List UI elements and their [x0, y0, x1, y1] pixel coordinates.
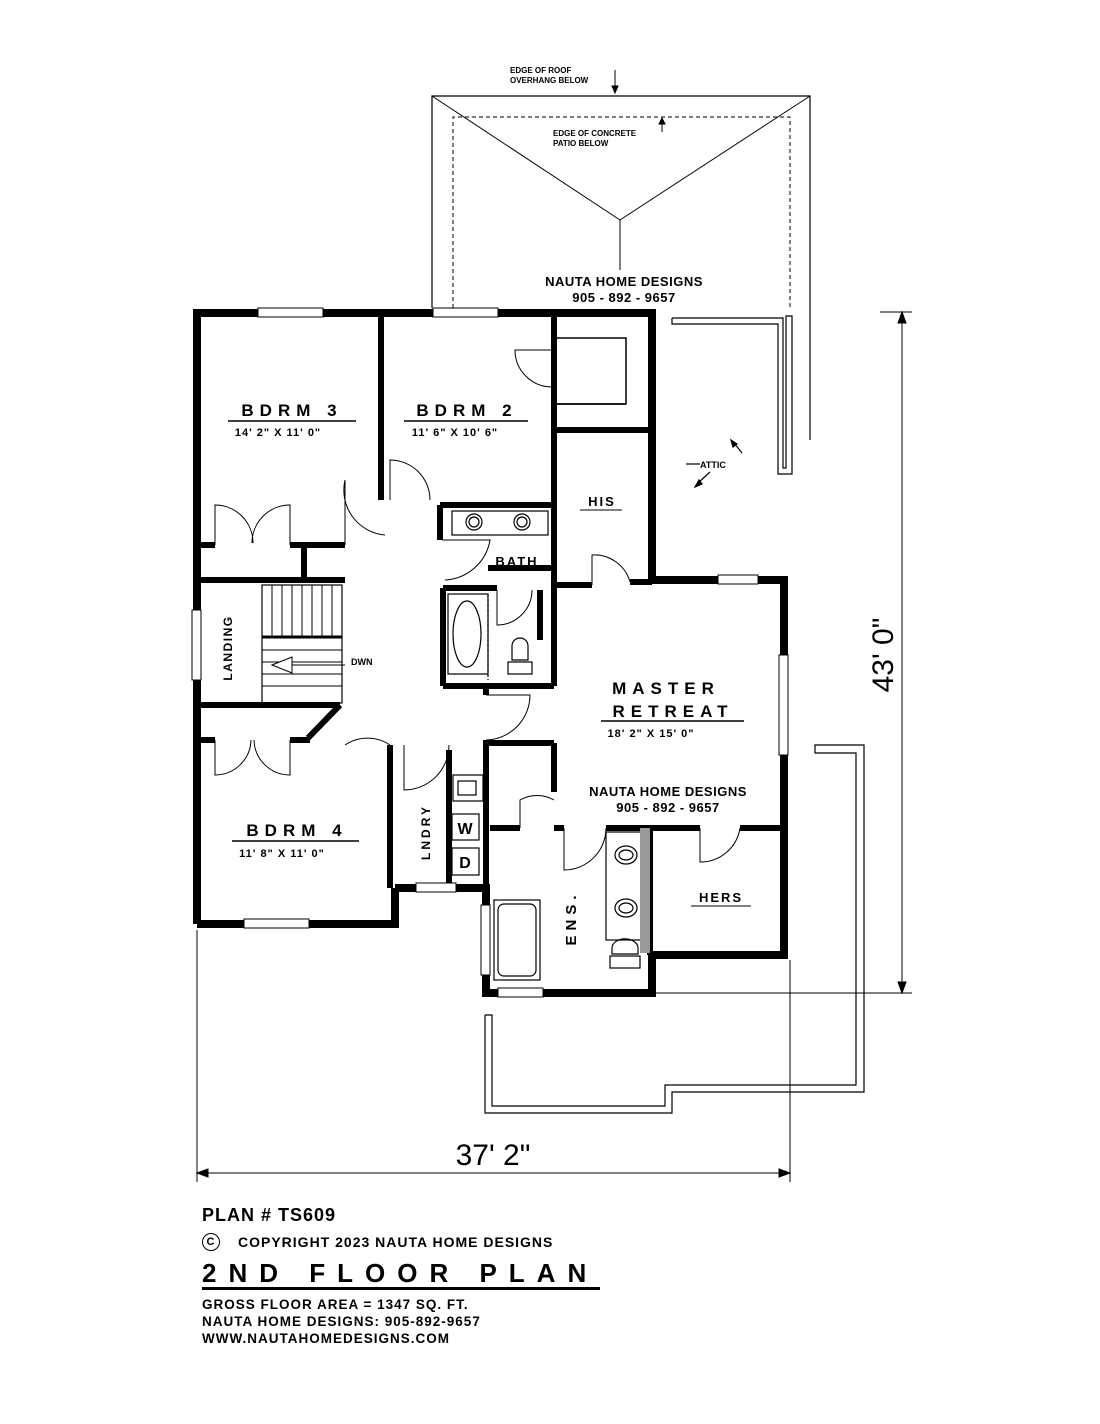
- bath-fixtures: [447, 510, 549, 680]
- bdrm2-name: BDRM 2: [416, 401, 517, 420]
- bdrm3-name: BDRM 3: [241, 401, 342, 420]
- lower-roof: [484, 744, 865, 1114]
- roof-edge-note-line1: EDGE OF ROOF: [510, 66, 571, 75]
- laundry-label: LNDRY: [419, 804, 433, 860]
- watermark-middle-phone: 905 - 892 - 9657: [616, 800, 719, 815]
- copyright-icon: C: [202, 1233, 220, 1251]
- master-name-line2: RETREAT: [612, 702, 733, 721]
- stair-down-label: DWN: [351, 657, 373, 667]
- watermark-top-phone: 905 - 892 - 9657: [572, 290, 675, 305]
- width-dimension: 37' 2": [456, 1139, 531, 1172]
- plan-number: PLAN # TS609: [202, 1205, 337, 1225]
- gross-floor-area: GROSS FLOOR AREA = 1347 SQ. FT.: [202, 1297, 469, 1312]
- roof-edge-note-line2: OVERHANG BELOW: [510, 76, 589, 85]
- bdrm3-size: 14' 2" X 11' 0": [235, 427, 321, 439]
- website-url: WWW.NAUTAHOMEDESIGNS.COM: [202, 1331, 450, 1346]
- attic-label: ATTIC: [700, 460, 726, 470]
- patio-edge-note-line1: EDGE OF CONCRETE: [553, 129, 637, 138]
- roof-overhang: [431, 70, 811, 440]
- bdrm2-closet: [514, 337, 627, 405]
- attic-wall: [671, 315, 793, 489]
- master-name-line1: MASTER: [612, 679, 720, 698]
- bdrm4-name: BDRM 4: [246, 821, 347, 840]
- contact-info: NAUTA HOME DESIGNS: 905-892-9657: [202, 1314, 481, 1329]
- copyright-text: COPYRIGHT 2023 NAUTA HOME DESIGNS: [238, 1234, 554, 1250]
- plan-title: 2ND FLOOR PLAN: [202, 1258, 601, 1290]
- dimension-lines: [195, 310, 912, 1182]
- watermark-middle-name: NAUTA HOME DESIGNS: [589, 784, 747, 799]
- title-block: PLAN # TS609 C COPYRIGHT 2023 NAUTA HOME…: [202, 1205, 722, 1347]
- floor-plan-drawing: EDGE OF ROOF OVERHANG BELOW EDGE OF CONC…: [191, 66, 912, 1182]
- copyright-line: C COPYRIGHT 2023 NAUTA HOME DESIGNS: [202, 1233, 722, 1251]
- ensuite-label: ENS.: [563, 890, 580, 945]
- bath-label: BATH: [495, 554, 538, 569]
- bdrm4-size: 11' 8" X 11' 0": [239, 848, 325, 860]
- patio-edge-note-line2: PATIO BELOW: [553, 139, 609, 148]
- watermark-top-name: NAUTA HOME DESIGNS: [545, 274, 703, 289]
- ensuite-fixtures: [493, 828, 650, 981]
- master-size: 18' 2" X 15' 0": [608, 728, 695, 740]
- dryer-label: D: [459, 855, 471, 872]
- depth-dimension: 43' 0": [867, 618, 900, 693]
- his-closet-label: HIS: [588, 494, 616, 509]
- laundry-fixtures: [451, 774, 484, 876]
- landing-label: LANDING: [221, 615, 235, 680]
- washer-label: W: [457, 821, 473, 838]
- door-swings: [214, 459, 741, 871]
- hers-closet-label: HERS: [699, 890, 743, 905]
- bdrm2-size: 11' 6" X 10' 6": [412, 427, 498, 439]
- windows: [191, 307, 789, 998]
- staircase: [261, 584, 345, 704]
